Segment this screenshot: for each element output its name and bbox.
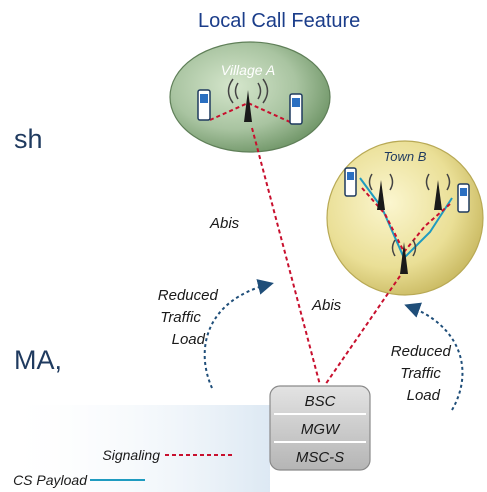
annotation-right-line-2: Traffic: [400, 365, 441, 382]
mobile-phone-icon: [289, 93, 303, 125]
cell-tower-icon: [391, 239, 417, 274]
annotation-left-line-2: Traffic: [160, 309, 201, 326]
legend-payload-label: CS Payload: [13, 472, 88, 488]
abis-link-town: [324, 275, 401, 386]
town-b-node: Town B: [326, 140, 484, 296]
svg-text:Reduced Traffic Lo: Reduced Traffic Load: [391, 343, 455, 404]
cell-tower-icon: [425, 173, 451, 210]
village-a-node: Village A: [169, 41, 331, 153]
abis-label-right: Abis: [311, 297, 342, 314]
cell-tower-icon: [227, 78, 269, 122]
diagram-heading: Local Call Feature: [198, 10, 361, 32]
reduced-traffic-annotation-right: Reduced Traffic Load: [391, 302, 464, 411]
stack-msc-s: MSC-S: [296, 449, 344, 466]
slide-text-fragment-1: sh: [14, 124, 43, 154]
mobile-phone-icon: [344, 167, 357, 197]
legend-signaling-label: Signaling: [102, 447, 160, 463]
town-b-label: Town B: [384, 149, 427, 164]
annotation-left-line-1: Reduced: [158, 287, 219, 304]
stack-bsc: BSC: [305, 393, 336, 410]
mobile-phone-icon: [197, 89, 211, 121]
svg-text:Reduced Traffic Lo: Reduced Traffic Load: [158, 287, 222, 348]
legend-background: [0, 405, 270, 492]
annotation-left-line-3: Load: [172, 331, 206, 348]
abis-label-left: Abis: [209, 215, 240, 232]
legend: Signaling CS Payload: [13, 447, 232, 488]
annotation-right-line-1: Reduced: [391, 343, 452, 360]
annotation-right-line-3: Load: [407, 387, 441, 404]
core-network-stack: BSC MGW MSC-S: [269, 385, 371, 471]
cell-tower-icon: [368, 173, 394, 210]
slide-text-fragment-2: MA,: [14, 345, 63, 375]
village-a-label: Village A: [221, 62, 275, 78]
abis-link-village: [251, 127, 321, 386]
reduced-traffic-annotation-left: Reduced Traffic Load: [158, 279, 274, 389]
stack-mgw: MGW: [301, 421, 341, 438]
mobile-phone-icon: [457, 183, 470, 213]
